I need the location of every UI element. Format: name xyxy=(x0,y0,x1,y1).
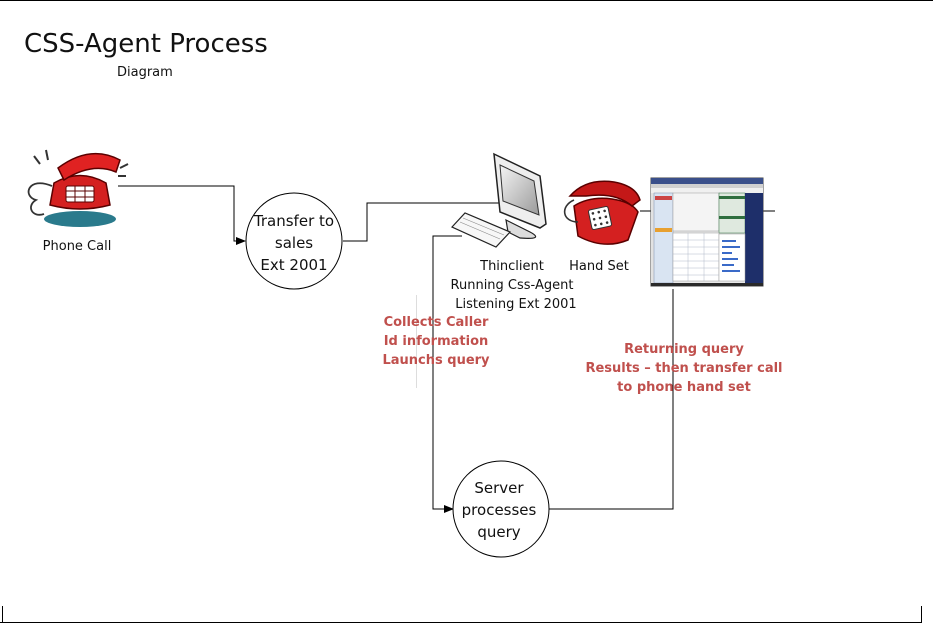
server-label-line2: processes xyxy=(462,501,537,519)
server-node xyxy=(452,460,550,558)
thinclient-label-line2: Running Css-Agent xyxy=(451,278,574,293)
thinclient-label-line3: Listening Ext 2001 xyxy=(455,297,576,312)
thinclient-label-line1: Thinclient xyxy=(479,259,544,274)
transfer-label-line2: sales xyxy=(275,234,313,252)
handset-label: Hand Set xyxy=(569,259,629,274)
page-title: CSS-Agent Process xyxy=(24,29,268,59)
desk-telephone-icon xyxy=(563,180,641,245)
returning-annotation-line2: Results – then transfer call xyxy=(585,361,782,376)
collects-annotation-line2: Id information xyxy=(384,334,489,349)
connector-thinclient-to-server xyxy=(432,235,462,513)
computer-monitor-icon xyxy=(450,152,547,248)
returning-annotation-line3: to phone hand set xyxy=(617,380,751,395)
returning-annotation-line1: Returning query xyxy=(624,342,744,357)
server-label-line3: query xyxy=(477,523,520,541)
connector-server-to-screen xyxy=(549,289,674,510)
transfer-node xyxy=(245,192,343,290)
phone-call-label: Phone Call xyxy=(43,239,112,254)
collects-annotation-line3: Launchs query xyxy=(382,353,490,368)
transfer-label-line1: Transfer to xyxy=(253,212,334,230)
server-label-line1: Server xyxy=(474,479,524,497)
collects-annotation-line1: Collects Caller xyxy=(384,315,489,330)
transfer-label-line3: Ext 2001 xyxy=(260,256,327,274)
page-subtitle: Diagram xyxy=(117,65,173,80)
ringing-telephone-icon xyxy=(27,149,129,227)
connector-call-to-transfer xyxy=(118,185,246,245)
connector-transfer-to-thinclient xyxy=(343,199,517,242)
application-screenshot-icon xyxy=(650,177,764,287)
